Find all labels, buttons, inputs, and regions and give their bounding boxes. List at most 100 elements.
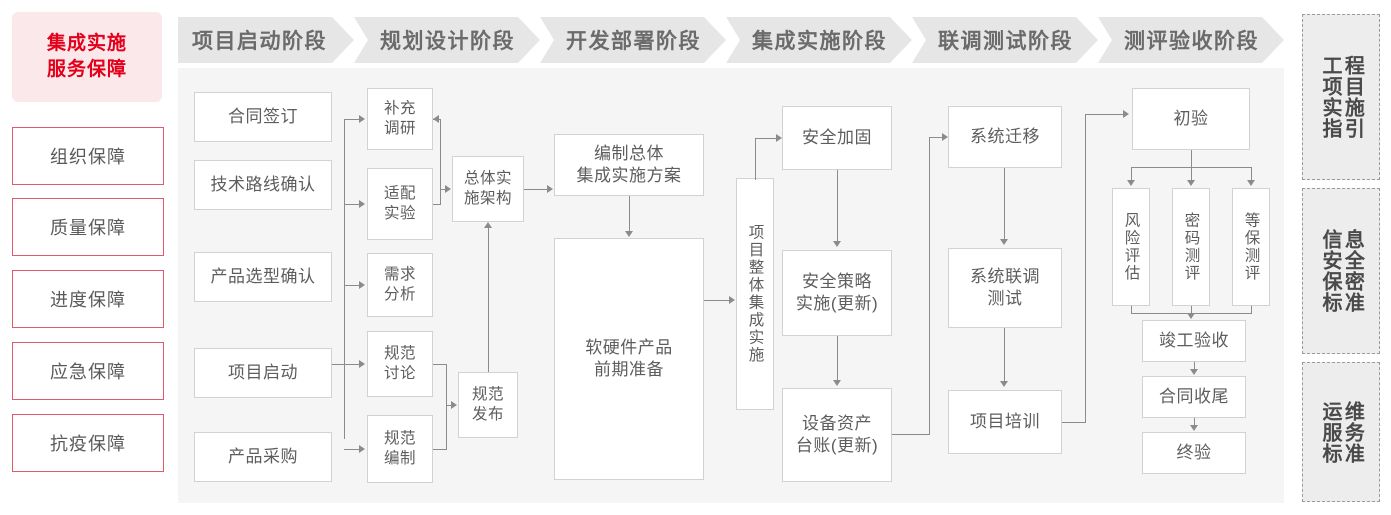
- node-requirement-analysis[interactable]: 需求 分析: [367, 253, 433, 317]
- arrowhead-down: [1190, 425, 1198, 431]
- node-label: 竣工验收: [1159, 330, 1229, 350]
- node-preliminary-acceptance[interactable]: 初验: [1132, 88, 1250, 150]
- phase-header: 规划设计阶段: [354, 17, 540, 63]
- connector-integration-to-hardening: [755, 138, 777, 140]
- connector-spec-bracket-vertical: [446, 364, 448, 450]
- node-label: 项目整体集成实施: [746, 224, 764, 364]
- connector-policy-to-ledger: [837, 336, 839, 381]
- connector-closure-to-final: [1194, 418, 1196, 426]
- node-draft-overall-integration-plan[interactable]: 编制总体 集成实施方案: [554, 134, 704, 196]
- node-label: 需求 分析: [383, 265, 416, 303]
- phase-header: 集成实施阶段: [726, 17, 912, 63]
- node-system-migration[interactable]: 系统迁移: [948, 106, 1062, 168]
- connector-to-system-migration: [929, 137, 943, 139]
- phase-header: 联调测试阶段: [912, 17, 1098, 63]
- arrowhead-right: [445, 185, 451, 193]
- phase-title: 测评验收阶段: [1124, 30, 1259, 53]
- node-contract-closure[interactable]: 合同收尾: [1142, 376, 1246, 418]
- node-completion-acceptance[interactable]: 竣工验收: [1142, 320, 1246, 362]
- arrowhead-down: [1190, 369, 1198, 375]
- connector-spec-discussion-out: [433, 364, 447, 366]
- standard-col-right: 息全密准: [1341, 229, 1364, 313]
- node-label: 安全加固: [802, 127, 872, 147]
- connector-spec-release-to-arch: [488, 228, 490, 372]
- arrowhead-down: [1247, 180, 1255, 186]
- node-final-acceptance[interactable]: 终验: [1142, 432, 1246, 474]
- node-supplementary-research[interactable]: 补充 调研: [367, 88, 433, 150]
- phase-header: 开发部署阶段: [540, 17, 726, 63]
- standard-col-left: 信安保标: [1319, 229, 1341, 313]
- connector-fanout-right: [1251, 167, 1253, 181]
- rail-item-emergency[interactable]: 应急保障: [12, 342, 164, 400]
- standard-label: 维务准 运服标: [1319, 401, 1363, 464]
- connector-fanout-left: [1131, 167, 1133, 181]
- rail-item-label: 组织保障: [50, 147, 126, 167]
- connector-jointtest-to-training: [1004, 328, 1006, 382]
- arrowhead-right: [729, 296, 735, 304]
- node-adaptation-experiment[interactable]: 适配 实验: [367, 168, 433, 240]
- node-label: 合同收尾: [1159, 386, 1229, 406]
- connector-completion-to-closure: [1194, 362, 1196, 370]
- connector-merge-mid: [1191, 306, 1193, 314]
- rail-item-epidemic[interactable]: 抗疫保障: [12, 414, 164, 472]
- standard-col-left: 工项实指: [1319, 55, 1341, 139]
- node-project-training[interactable]: 项目培训: [948, 390, 1062, 454]
- rail-item-schedule[interactable]: 进度保障: [12, 270, 164, 328]
- node-spec-discussion[interactable]: 规范 讨论: [367, 331, 433, 397]
- node-overall-project-integration[interactable]: 项目整体集成实施: [736, 178, 774, 410]
- node-project-kickoff[interactable]: 项目启动: [194, 348, 332, 398]
- rail-hero-card: 集成实施 服务保障: [12, 12, 162, 102]
- node-tech-route-confirm[interactable]: 技术路线确认: [194, 160, 332, 210]
- node-label: 密码测评: [1182, 212, 1200, 282]
- arrowhead-right: [1123, 110, 1129, 118]
- arrowhead-down: [833, 241, 841, 247]
- guarantee-rail: 集成实施 服务保障 组织保障 质量保障 进度保障 应急保障 抗疫保障: [12, 12, 164, 503]
- node-overall-implementation-architecture[interactable]: 总体实 施架构: [452, 156, 524, 222]
- arrowhead-right: [451, 401, 457, 409]
- connector-spec-drafting-out: [433, 449, 447, 451]
- node-security-policy-update[interactable]: 安全策略 实施(更新): [782, 250, 892, 336]
- node-spec-release[interactable]: 规范 发布: [458, 372, 518, 438]
- arrowhead-right: [547, 185, 553, 193]
- node-system-joint-test[interactable]: 系统联调 测试: [948, 248, 1062, 328]
- arrowhead-right: [359, 200, 365, 208]
- connector-ledger-riser: [929, 137, 931, 435]
- node-hw-sw-preparation[interactable]: 软硬件产品 前期准备: [554, 238, 704, 480]
- connector-training-riser: [1085, 114, 1087, 423]
- standard-card-ops-service[interactable]: 维务准 运服标: [1302, 362, 1380, 502]
- rail-hero-line1: 集成实施: [46, 33, 127, 55]
- rail-item-quality[interactable]: 质量保障: [12, 198, 164, 256]
- node-product-selection[interactable]: 产品选型确认: [194, 252, 332, 302]
- node-spec-drafting[interactable]: 规范 编制: [367, 415, 433, 483]
- connector-arch-to-plan: [524, 189, 548, 191]
- arrowhead-right: [942, 133, 948, 141]
- node-product-procurement[interactable]: 产品采购: [194, 432, 332, 482]
- connector-kickoff-to-spec-discussion: [332, 364, 360, 366]
- node-label: 软硬件产品 前期准备: [585, 337, 673, 379]
- node-crypto-evaluation[interactable]: 密码测评: [1172, 188, 1210, 306]
- rail-item-organization[interactable]: 组织保障: [12, 127, 164, 185]
- connector-spec-bracket-to-release: [446, 405, 452, 407]
- rail-item-label: 质量保障: [50, 218, 126, 238]
- connector-prep-to-integration: [704, 300, 730, 302]
- node-label: 规范 讨论: [383, 344, 416, 382]
- node-risk-assessment[interactable]: 风险评估: [1112, 188, 1150, 306]
- connector-to-requirement-analysis: [344, 285, 360, 287]
- phase-title: 项目启动阶段: [192, 30, 327, 53]
- node-label: 规范 发布: [471, 385, 504, 423]
- arrowhead-right: [359, 360, 365, 368]
- arrowhead-right: [359, 115, 365, 123]
- node-label: 终验: [1176, 442, 1212, 462]
- node-contract-signing[interactable]: 合同签订: [194, 92, 332, 142]
- standard-card-engineering-guideline[interactable]: 程目施引 工项实指: [1302, 14, 1380, 180]
- node-label: 等保测评: [1242, 212, 1260, 282]
- node-label: 合同签订: [228, 106, 298, 126]
- node-security-hardening[interactable]: 安全加固: [782, 106, 892, 170]
- node-label: 初验: [1173, 108, 1209, 128]
- standard-col-right: 程目施引: [1341, 55, 1364, 139]
- node-mlps-evaluation[interactable]: 等保测评: [1232, 188, 1270, 306]
- node-asset-ledger-update[interactable]: 设备资产 台账(更新): [782, 388, 892, 482]
- standard-card-infosec-crypto[interactable]: 息全密准 信安保标: [1302, 188, 1380, 354]
- connector-to-adaptation-experiment: [344, 204, 360, 206]
